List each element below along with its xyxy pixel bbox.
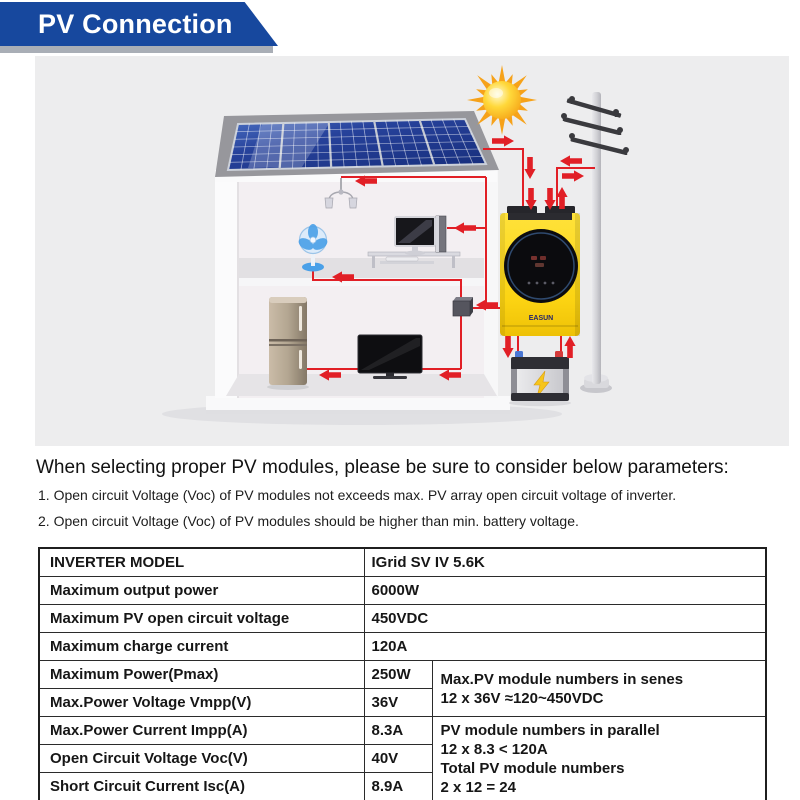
table-row: Maximum PV open circuit voltage 450VDC	[38, 604, 767, 633]
spec-label: INVERTER MODEL	[38, 547, 365, 577]
page-title: PV Connection	[38, 9, 233, 39]
spec-value: 120A	[363, 632, 767, 661]
series-info-cell: Max.PV module numbers in senes 12 x 36V …	[431, 660, 767, 717]
spec-label: Maximum charge current	[38, 632, 365, 661]
title-banner: PV Connection	[0, 2, 278, 46]
computer-monitor	[394, 216, 436, 256]
spec-value: 8.3A	[363, 716, 433, 745]
tv	[357, 334, 423, 379]
spec-value: 450VDC	[363, 604, 767, 633]
spec-label: Max.Power Voltage Vmpp(V)	[38, 688, 365, 717]
table-row: Maximum output power 6000W	[38, 576, 767, 605]
inverter-logo: EASUN	[529, 315, 554, 322]
spec-label: Short Circuit Current Isc(A)	[38, 772, 365, 800]
solar-panel-roof	[215, 111, 499, 177]
banner-shadow	[0, 46, 273, 53]
inverter: EASUN	[500, 206, 580, 336]
table-row: Max.Power Voltage Vmpp(V) 36V	[38, 688, 766, 717]
battery	[509, 351, 571, 407]
spec-value: 250W	[363, 660, 433, 689]
spec-label: Maximum output power	[38, 576, 365, 605]
table-row: Maximum Power(Pmax) 250W Max.PV module n…	[38, 660, 767, 717]
crossarms	[561, 96, 629, 156]
table-row: Open Circuit Voltage Voc(V) 40V	[38, 744, 766, 773]
table-row: Maximum charge current 120A	[38, 632, 767, 661]
solar-cell-grid	[229, 119, 483, 170]
energy-wires	[307, 148, 595, 370]
computer-tower	[435, 215, 447, 253]
wall-socket-box	[452, 297, 473, 317]
spec-value: 40V	[363, 744, 433, 773]
ceiling-lamp	[324, 178, 358, 209]
table-row: Max.Power Current Impp(A) 8.3A PV module…	[38, 716, 767, 800]
electric-fan	[298, 224, 328, 272]
spec-label: Max.Power Current Impp(A)	[38, 716, 365, 745]
intro-heading: When selecting proper PV modules, please…	[36, 457, 729, 478]
intro-point-1: 1. Open circuit Voltage (Voc) of PV modu…	[38, 487, 677, 503]
intro-point-2: 2. Open circuit Voltage (Voc) of PV modu…	[38, 513, 579, 529]
inverter-display	[504, 229, 578, 303]
table-row: INVERTER MODEL IGrid SV IV 5.6K	[38, 547, 767, 577]
pv-connection-diagram: EASUN	[35, 56, 789, 446]
spec-label: Maximum Power(Pmax)	[38, 660, 365, 689]
spec-table: INVERTER MODEL IGrid SV IV 5.6K Maximum …	[38, 547, 767, 800]
spec-value: 6000W	[363, 576, 767, 605]
spec-value: IGrid SV IV 5.6K	[363, 547, 767, 577]
parallel-info-cell: PV module numbers in parallel 12 x 8.3 <…	[431, 716, 767, 800]
table-row: Short Circuit Current Isc(A) 8.9A	[38, 772, 766, 800]
refrigerator	[267, 297, 309, 390]
utility-pole	[561, 92, 629, 393]
spec-label: Open Circuit Voltage Voc(V)	[38, 744, 365, 773]
spec-value: 36V	[363, 688, 433, 717]
spec-label: Maximum PV open circuit voltage	[38, 604, 365, 633]
spec-value: 8.9A	[363, 772, 433, 800]
sun-icon	[467, 65, 537, 135]
